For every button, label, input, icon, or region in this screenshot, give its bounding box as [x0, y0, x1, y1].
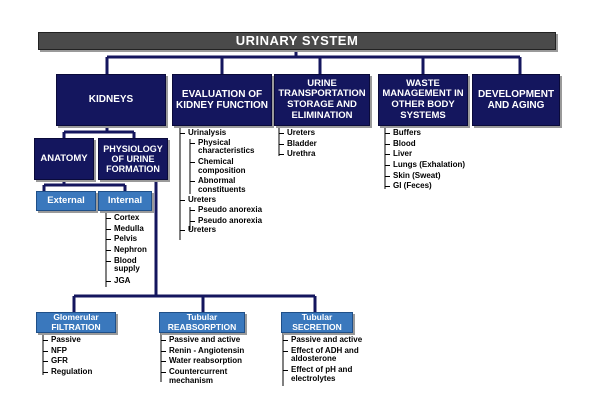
ureters-subitem: Pseudo anorexia — [190, 205, 274, 215]
reabsorption-item: Water reabsorption — [161, 357, 261, 366]
reabsorption-item: Renin - Angiotensin — [161, 346, 261, 356]
internal-item: Nephron — [106, 245, 158, 255]
waste-item: Lungs (Exhalation) — [385, 160, 495, 170]
secretion-item: Effect of pH and electrolytes — [283, 365, 371, 383]
reabsorption-item: Passive and active — [161, 335, 261, 345]
tubular-reabsorption-node: Tubular REABSORPTION — [159, 312, 245, 333]
internal-node: Internal — [98, 191, 152, 211]
anatomy-node: ANATOMY — [34, 138, 94, 180]
urine-transport-item: Ureters — [279, 128, 359, 138]
glomerular-item: GFR — [43, 357, 113, 366]
physiology-node: PHYSIOLOGY OF URINE FORMATION — [98, 138, 168, 180]
urinalysis-subitem: Chemical composition — [190, 157, 274, 175]
secretion-list: Passive and active Effect of ADH and ald… — [283, 335, 383, 385]
glomerular-item: NFP — [43, 346, 113, 356]
internal-item: Cortex — [106, 213, 158, 223]
waste-item: Blood — [385, 139, 495, 149]
waste-item: GI (Feces) — [385, 181, 495, 191]
waste-item: Liver — [385, 150, 495, 159]
waste-item: Skin (Sweat) — [385, 171, 495, 181]
title-text: URINARY SYSTEM — [235, 32, 359, 48]
glomerular-item: Regulation — [43, 367, 113, 377]
title-banner: URINARY SYSTEM — [38, 32, 556, 50]
urine-transport-list: Ureters Bladder Urethra — [279, 128, 359, 161]
secretion-item: Passive and active — [283, 335, 383, 345]
internal-item: Pelvis — [106, 235, 158, 244]
kidneys-node: KIDNEYS — [56, 74, 166, 126]
evaluation-list: Urinalysis Physical characteristics Chem… — [180, 128, 274, 237]
urine-transport-item: Bladder — [279, 139, 359, 149]
ureters-sublist: Pseudo anorexia Pseudo anorexia — [190, 205, 274, 226]
glomerular-filtration-node: Glomerular FILTRATION — [36, 312, 116, 333]
ureters-subitem: Pseudo anorexia — [190, 216, 274, 226]
urinalysis-subitem: Abnormal constituents — [190, 176, 274, 194]
ureters-item-2: Ureters — [180, 226, 272, 235]
urine-transport-node: URINE TRANSPORTATION STORAGE AND ELIMINA… — [274, 74, 370, 126]
urine-transport-item: Urethra — [279, 150, 359, 159]
internal-list: Cortex Medulla Pelvis Nephron Blood supp… — [106, 213, 158, 287]
tubular-secretion-node: Tubular SECRETION — [281, 312, 353, 333]
development-node: DEVELOPMENT AND AGING — [472, 74, 560, 126]
urinalysis-subitem: Physical characteristics — [190, 138, 274, 156]
reabsorption-item: Countercurrent mechanism — [161, 367, 239, 385]
secretion-item: Effect of ADH and aldosterone — [283, 346, 371, 364]
urinalysis-sublist: Physical characteristics Chemical compos… — [190, 138, 274, 195]
waste-list: Buffers Blood Liver Lungs (Exhalation) S… — [385, 128, 495, 193]
glomerular-list: Passive NFP GFR Regulation — [43, 335, 113, 379]
ureters-item: Ureters Pseudo anorexia Pseudo anorexia — [180, 196, 272, 224]
internal-item: JGA — [106, 276, 158, 286]
reabsorption-list: Passive and active Renin - Angiotensin W… — [161, 335, 261, 387]
internal-item: Blood supply — [106, 256, 158, 274]
urinalysis-item: Urinalysis Physical characteristics Chem… — [180, 128, 274, 195]
internal-item: Medulla — [106, 224, 158, 234]
waste-node: WASTE MANAGEMENT IN OTHER BODY SYSTEMS — [378, 74, 468, 126]
waste-item: Buffers — [385, 128, 495, 138]
external-node: External — [36, 191, 96, 211]
glomerular-item: Passive — [43, 335, 113, 345]
evaluation-node: EVALUATION OF KIDNEY FUNCTION — [172, 74, 272, 126]
